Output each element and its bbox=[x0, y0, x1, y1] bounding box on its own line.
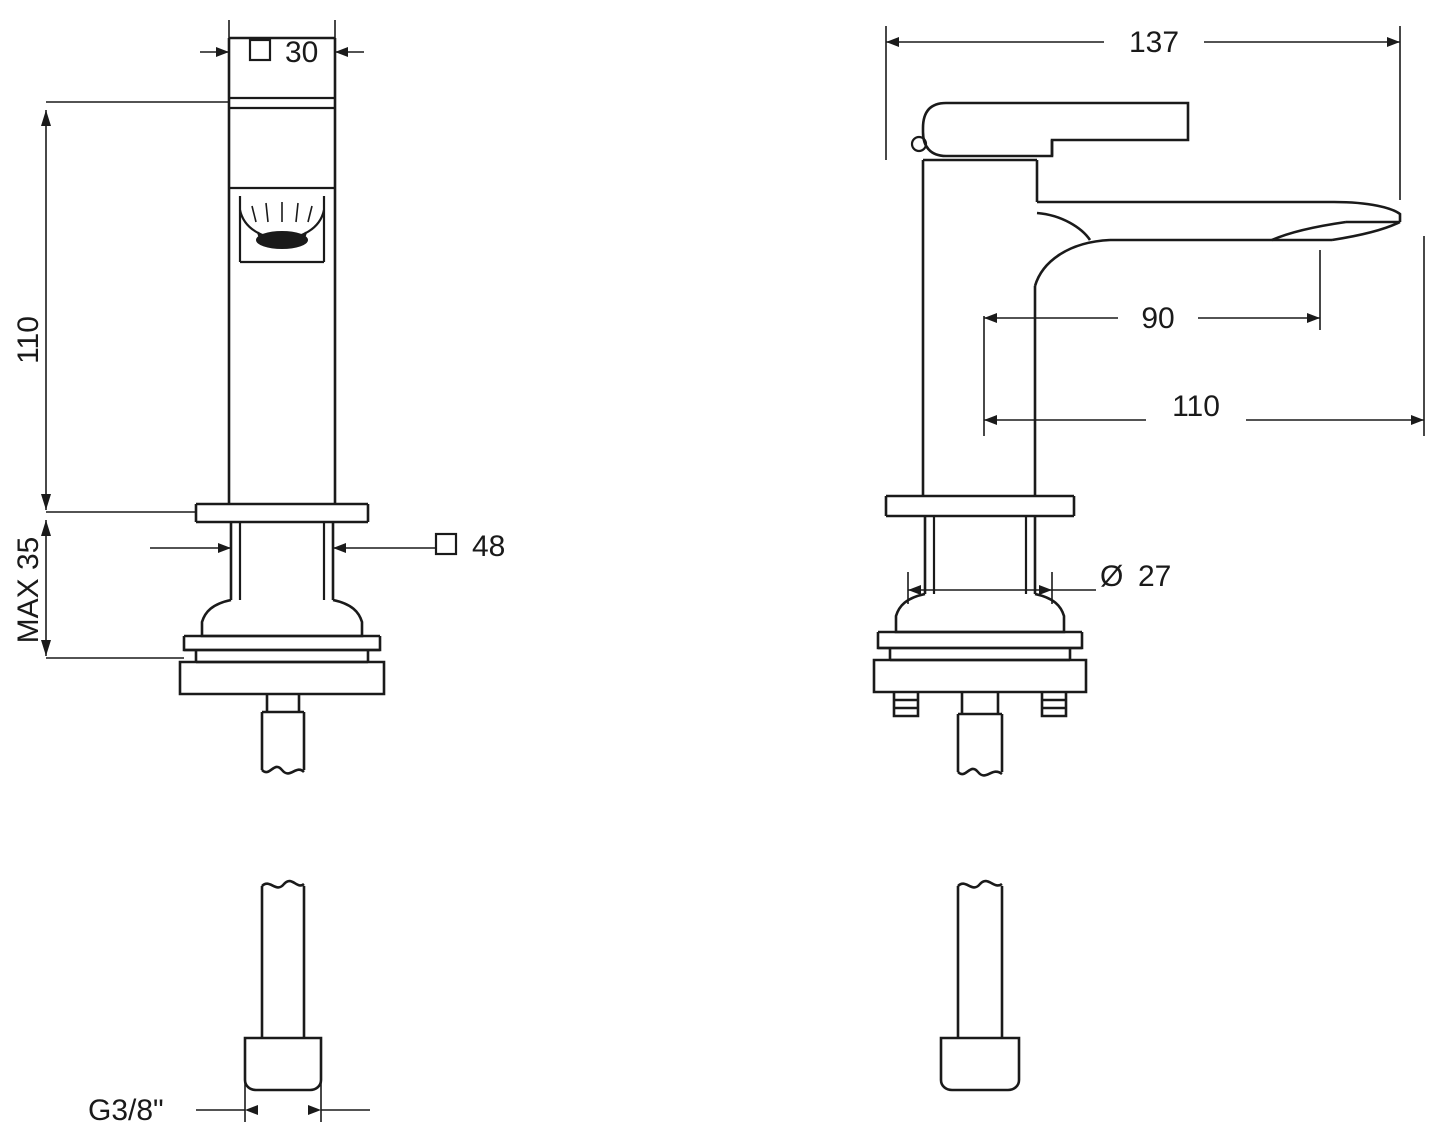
dimension-90: 90 bbox=[983, 250, 1321, 436]
dimension-max-35: MAX 35 bbox=[12, 520, 184, 659]
side-view: 137 90 bbox=[872, 26, 1425, 777]
dimension-110-height: 110 bbox=[12, 101, 229, 513]
dimension-137: 137 bbox=[885, 26, 1401, 200]
dimension-diameter-27-label: 27 bbox=[1138, 560, 1171, 593]
dimension-110-reach-label: 110 bbox=[1172, 390, 1220, 423]
dimension-137-label: 137 bbox=[1129, 26, 1179, 59]
dimension-g38: G3/8" bbox=[88, 1062, 370, 1127]
dimension-30-label: 30 bbox=[285, 36, 318, 69]
dimension-30: 30 bbox=[200, 20, 364, 69]
front-hose-detail: G3/8" bbox=[88, 879, 370, 1127]
side-hose-detail bbox=[939, 879, 1021, 1092]
dimension-110-reach: 110 bbox=[984, 236, 1425, 436]
dimension-diameter-symbol: Ø bbox=[1100, 560, 1123, 593]
dimension-110-height-label: 110 bbox=[12, 316, 45, 364]
dimension-g38-label: G3/8" bbox=[88, 1094, 164, 1127]
dimension-48-label: 48 bbox=[472, 530, 505, 563]
dimension-diameter-27: Ø 27 bbox=[907, 560, 1171, 604]
dimension-48: 48 bbox=[150, 530, 505, 563]
dimension-max-35-label: MAX 35 bbox=[12, 537, 45, 644]
dimension-90-label: 90 bbox=[1141, 302, 1174, 335]
front-view: 30 110 MAX 35 bbox=[12, 20, 505, 775]
